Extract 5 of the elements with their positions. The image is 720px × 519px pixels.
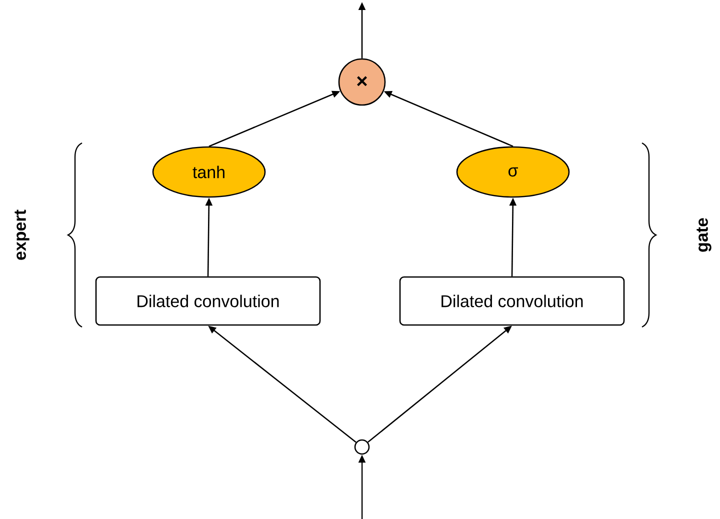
convolution-box: Dilated convolution — [399, 276, 625, 326]
junction-circle — [354, 439, 370, 455]
side-label: expert — [14, 210, 30, 260]
convolution-box: Dilated convolution — [95, 276, 321, 326]
side-label: gate — [696, 218, 712, 252]
